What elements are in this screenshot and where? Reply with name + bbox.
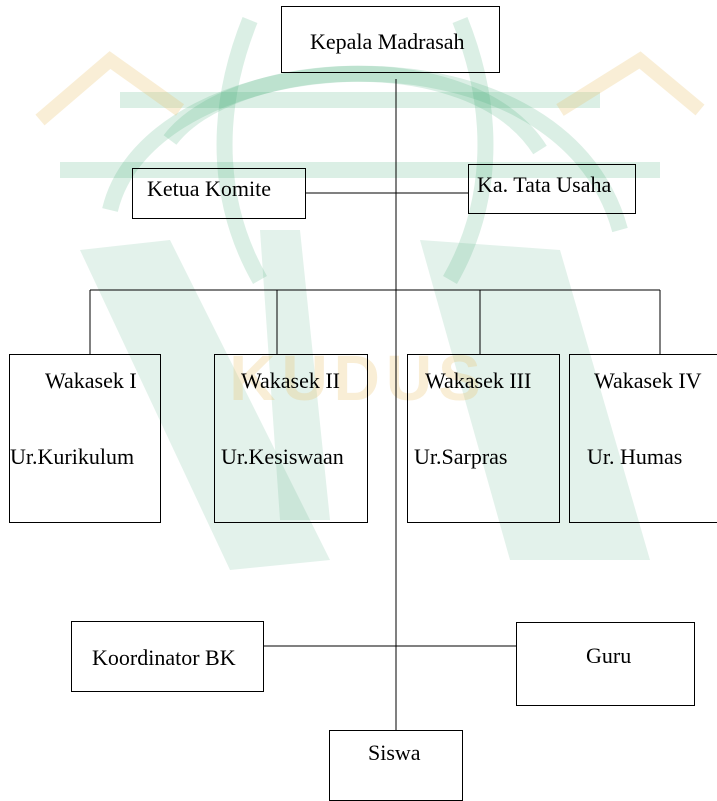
head-label: Kepala Madrasah: [310, 29, 465, 54]
deputy-3-unit: Ur.Sarpras: [414, 444, 508, 469]
deputy-1-title: Wakasek I: [45, 368, 137, 393]
counselor-label: Koordinator BK: [92, 645, 236, 670]
deputy-3-title: Wakasek III: [425, 368, 532, 393]
teacher-label: Guru: [586, 643, 632, 668]
logo-globe: [60, 17, 660, 284]
committee-box: Ketua Komite: [132, 168, 306, 219]
logo-frame: [35, 51, 705, 126]
deputy-2-unit: Ur.Kesiswaan: [221, 444, 344, 469]
deputy-4-title: Wakasek IV: [594, 368, 702, 393]
student-box: Siswa: [329, 730, 463, 801]
deputy-4-unit: Ur. Humas: [587, 444, 683, 469]
deputy-4-box: Wakasek IV Ur. Humas: [569, 354, 717, 523]
counselor-box: Koordinator BK: [71, 621, 264, 692]
deputy-2-title: Wakasek II: [241, 368, 341, 393]
student-label: Siswa: [368, 740, 421, 765]
admin-label: Ka. Tata Usaha: [477, 172, 612, 197]
teacher-box: Guru: [516, 622, 695, 706]
deputy-2-box: Wakasek II Ur.Kesiswaan: [214, 354, 368, 523]
deputy-1-unit: Ur.Kurikulum: [10, 444, 135, 469]
admin-box: Ka. Tata Usaha: [468, 164, 636, 214]
head-box: Kepala Madrasah: [281, 6, 500, 73]
deputy-3-box: Wakasek III Ur.Sarpras: [407, 354, 560, 523]
deputy-1-box: Wakasek I Ur.Kurikulum: [9, 354, 161, 523]
committee-label: Ketua Komite: [147, 176, 272, 201]
